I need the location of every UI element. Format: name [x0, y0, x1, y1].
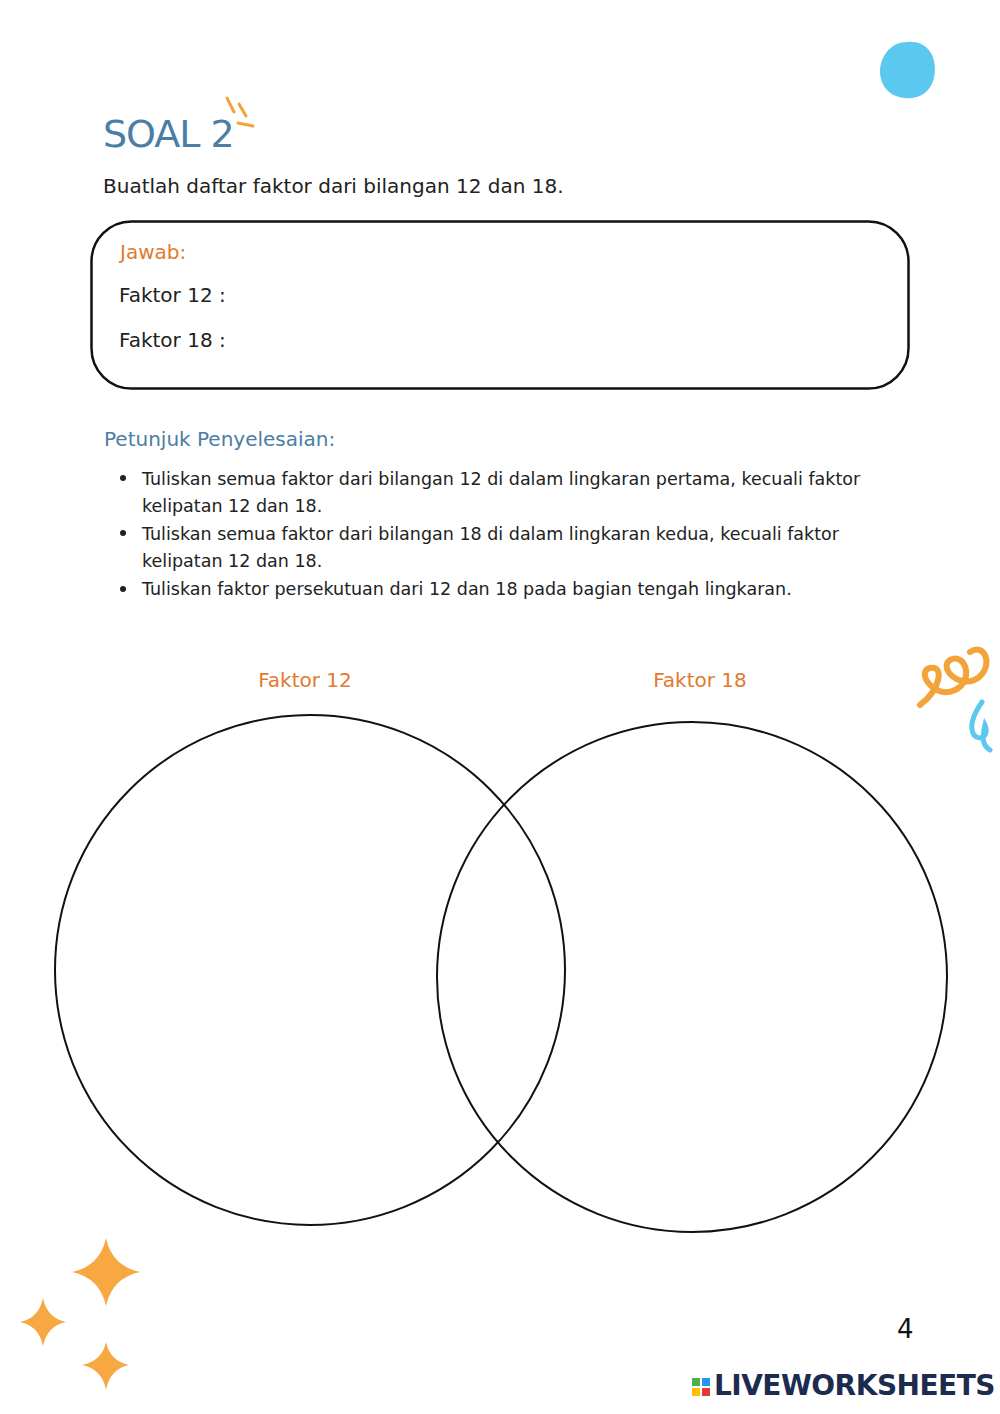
worksheet-title: SOAL 2 — [103, 112, 234, 156]
bullet-dot — [120, 586, 126, 592]
venn-circle: Faktor 12 — [54, 714, 566, 1226]
answer-heading: Jawab: — [120, 240, 186, 264]
hint-bullet: Tuliskan semua faktor dari bilangan 12 d… — [142, 466, 892, 520]
blue-blob — [880, 42, 935, 98]
hint-bullet: Tuliskan semua faktor dari bilangan 18 d… — [142, 521, 892, 575]
page-number: 4 — [897, 1314, 914, 1344]
circle-heading: Faktor 12 — [258, 668, 352, 692]
circle-outline — [436, 721, 948, 1233]
circle-outline — [54, 714, 566, 1226]
sparkle — [20, 1298, 66, 1346]
bullet-dot — [120, 475, 126, 481]
question-text: Buatlah daftar faktor dari bilangan 12 d… — [103, 174, 564, 198]
hint-heading: Petunjuk Penyelesaian: — [104, 427, 335, 451]
logo-mark — [692, 1378, 710, 1396]
sparkle — [82, 1342, 129, 1390]
watermark: LIVEWORKSHEETS — [714, 1369, 995, 1402]
bullet-dot — [120, 530, 126, 536]
answer-box: Jawab: Faktor 12 : Faktor 18 : — [90, 220, 910, 390]
orange-squiggle — [920, 650, 986, 705]
venn-circle: Faktor 18 — [436, 721, 948, 1233]
circle-heading: Faktor 18 — [653, 668, 747, 692]
answer-line: Faktor 18 : — [119, 328, 226, 352]
answer-line: Faktor 12 : — [119, 283, 226, 307]
hint-bullet: Tuliskan faktor persekutuan dari 12 dan … — [142, 576, 902, 603]
sparkle — [72, 1238, 140, 1306]
blue-squiggle — [972, 702, 990, 750]
